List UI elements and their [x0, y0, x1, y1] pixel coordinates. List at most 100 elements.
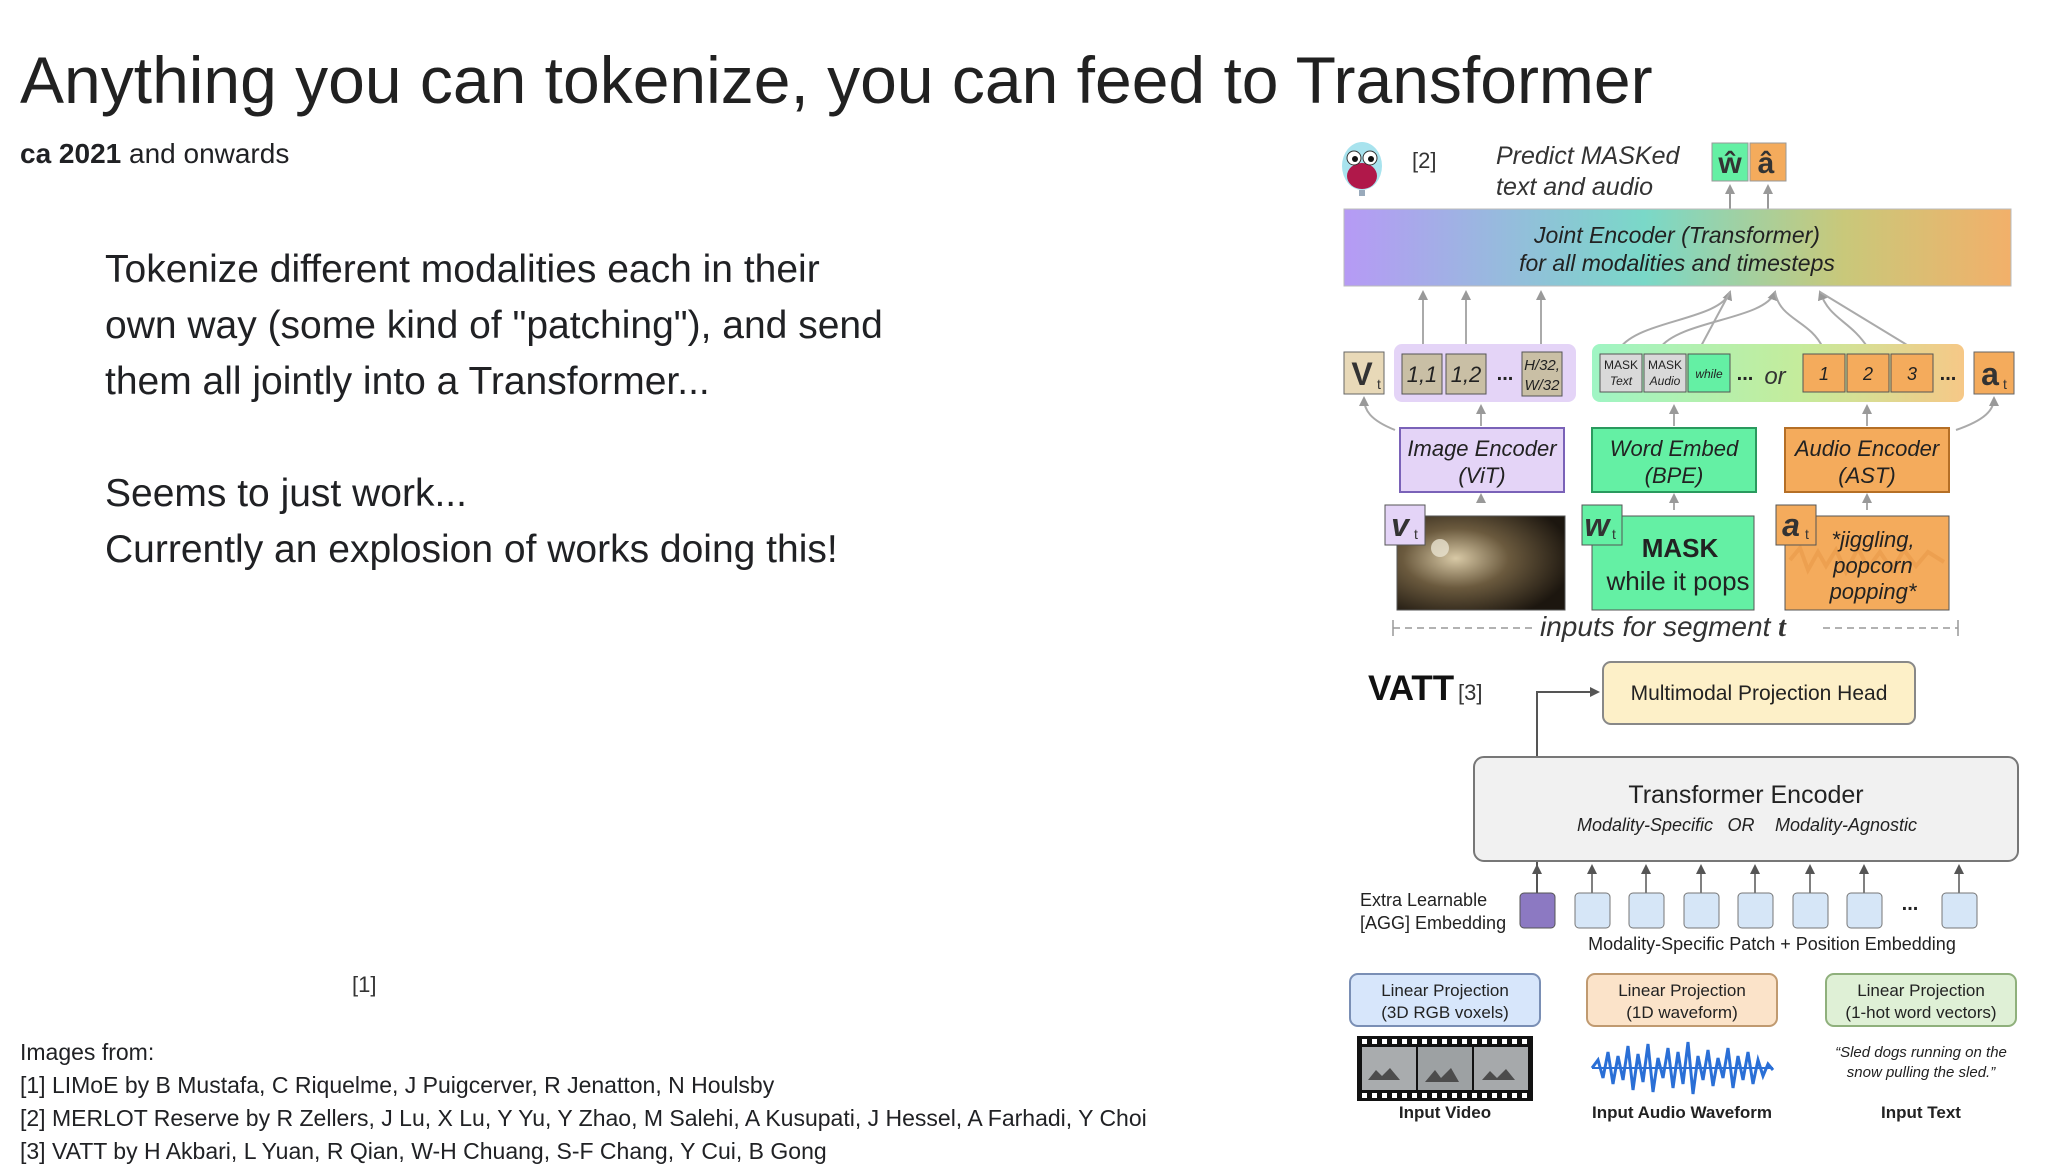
patch-label-2: 1,2	[1451, 362, 1482, 387]
v-input-token	[1384, 504, 1426, 546]
slide-subtitle: ca 2021 and onwards	[20, 138, 289, 170]
references: Images from: [1] LIMoE by B Mustafa, C R…	[20, 1036, 1147, 1168]
input-text-label: Input Text	[1881, 1103, 1961, 1122]
joint-encoder-line-2: for all modalities and timesteps	[1519, 250, 1835, 276]
body-line-3: them all jointly into a Transformer...	[105, 360, 710, 403]
patch-embedding-caption: Modality-Specific Patch + Position Embed…	[1588, 934, 1956, 954]
patch-embedding-5	[1792, 892, 1829, 929]
patch-embedding-3	[1683, 892, 1720, 929]
patch-embedding-2	[1628, 892, 1665, 929]
or-label: or	[1764, 363, 1786, 390]
encoder-sub-agnostic: Modality-Agnostic	[1775, 815, 1917, 835]
w-input-label: w	[1585, 507, 1612, 543]
hat-a-token	[1749, 142, 1787, 182]
audio-token-label-2: 2	[1862, 364, 1873, 384]
encoder-sub-specific: Modality-Specific	[1577, 815, 1713, 835]
a-t-label: a	[1981, 356, 1999, 392]
audio-ellipsis: ...	[1940, 363, 1957, 385]
patch-embedding-4	[1737, 892, 1774, 929]
proj-video-line-2: (3D RGB voxels)	[1381, 1003, 1509, 1022]
merlot-ref: [2]	[1412, 148, 1436, 173]
vatt-ref: [3]	[1458, 680, 1482, 705]
word-input-line-2: while it pops	[1605, 566, 1749, 596]
predict-line-2: text and audio	[1496, 173, 1653, 201]
reference-1: [1] LIMoE by B Mustafa, C Riquelme, J Pu…	[20, 1072, 775, 1098]
encoder-sub-or: OR	[1728, 815, 1755, 835]
joint-encoder-line-1: Joint Encoder (Transformer)	[1533, 222, 1820, 248]
subtitle-year: ca 2021	[20, 138, 122, 169]
input-audio-waveform	[1590, 1041, 1775, 1095]
hat-w-label: ŵ	[1717, 147, 1742, 180]
a-input-token	[1775, 504, 1817, 546]
proj-text-line-2: (1-hot word vectors)	[1845, 1003, 1996, 1022]
audio-waveform-bg	[1788, 543, 1946, 577]
proj-text-line-1: Linear Projection	[1857, 981, 1985, 1000]
patch-token-2	[1445, 353, 1487, 395]
agg-label-line-1: Extra Learnable	[1360, 890, 1487, 910]
proj-audio-line-2: (1D waveform)	[1626, 1003, 1737, 1022]
patch-token-1	[1401, 353, 1443, 395]
proj-audio-line-1: Linear Projection	[1618, 981, 1746, 1000]
linear-projection-text	[1825, 973, 2017, 1027]
patch-token-last	[1521, 351, 1563, 397]
segment-label-text: inputs for segment	[1540, 611, 1778, 642]
mask-text-label: MASK	[1604, 358, 1638, 372]
proj-video-line-1: Linear Projection	[1381, 981, 1509, 1000]
audio-token-label-3: 3	[1907, 364, 1917, 384]
audio-input-line-2: popcorn	[1832, 553, 1913, 578]
a-input-sub: t	[1805, 526, 1809, 542]
architecture-diagrams: [2] Predict MASKed text and audio ŵ â Jo…	[1342, 142, 2019, 1122]
mask-audio-sub: Audio	[1649, 374, 1681, 388]
mask-text-token	[1599, 353, 1643, 393]
word-embed-line-2: (BPE)	[1645, 463, 1704, 488]
patch-label-1: 1,1	[1407, 362, 1438, 387]
linear-projection-video	[1349, 973, 1541, 1027]
w-input-token	[1581, 504, 1623, 546]
reference-2: [2] MERLOT Reserve by R Zellers, J Lu, X…	[20, 1105, 1147, 1131]
input-audio-label: Input Audio Waveform	[1592, 1103, 1772, 1122]
mask-audio-token	[1643, 353, 1687, 393]
body-line-1: Tokenize different modalities each in th…	[105, 248, 820, 291]
audio-token-1	[1802, 353, 1846, 393]
references-heading: Images from:	[20, 1039, 155, 1065]
patch-embedding-1	[1574, 892, 1611, 929]
body-line-5: Seems to just work...	[105, 472, 467, 515]
audio-input-line-3: popping*	[1829, 579, 1918, 604]
merlot-mascot-icon	[1342, 142, 1382, 196]
audio-encoder-line-1: Audio Encoder	[1793, 436, 1941, 461]
w-input-sub: t	[1612, 526, 1616, 542]
v-t-token	[1343, 351, 1385, 395]
patch-last-line-2: W/32	[1524, 377, 1560, 394]
patch-last-line-1: H/32,	[1524, 357, 1560, 374]
joint-encoder	[1343, 208, 2012, 287]
a-input-label: a	[1782, 507, 1800, 543]
v-t-label: V	[1351, 356, 1373, 392]
word-input-line-1: MASK	[1642, 533, 1719, 563]
text-ellipsis: ...	[1737, 363, 1754, 385]
transformer-encoder-title: Transformer Encoder	[1628, 781, 1863, 809]
agg-embedding	[1519, 892, 1556, 929]
word-embed-line-1: Word Embed	[1610, 436, 1739, 461]
transformer-encoder	[1473, 756, 2019, 862]
while-token	[1687, 353, 1731, 393]
subtitle-rest: and onwards	[121, 138, 290, 169]
image-encoder-line-1: Image Encoder	[1407, 436, 1558, 461]
vatt-title: VATT	[1368, 669, 1454, 708]
hat-w-token	[1711, 142, 1749, 182]
body-line-6: Currently an explosion of works doing th…	[105, 528, 838, 571]
mask-text-sub: Text	[1610, 374, 1633, 388]
vatt-diagram: VATT [3] Multimodal Projection Head Tran…	[1349, 661, 2019, 1122]
linear-projection-audio	[1586, 973, 1778, 1027]
quote-line-2: snow pulling the sled.”	[1847, 1064, 1996, 1081]
image-encoder-box	[1399, 427, 1565, 493]
audio-input-line-1: *jiggling,	[1831, 527, 1914, 552]
agg-label-line-2: [AGG] Embedding	[1360, 913, 1506, 933]
patch-embedding-6	[1846, 892, 1883, 929]
a-t-token	[1973, 351, 2015, 395]
audio-encoder-line-2: (AST)	[1838, 463, 1895, 488]
v-input-sub: t	[1414, 526, 1418, 542]
patch-ellipsis: ...	[1497, 363, 1514, 385]
embedding-ellipsis: ...	[1902, 893, 1919, 915]
body-line-2: own way (some kind of "patching"), and s…	[105, 304, 883, 347]
multimodal-projection-head	[1602, 661, 1916, 725]
